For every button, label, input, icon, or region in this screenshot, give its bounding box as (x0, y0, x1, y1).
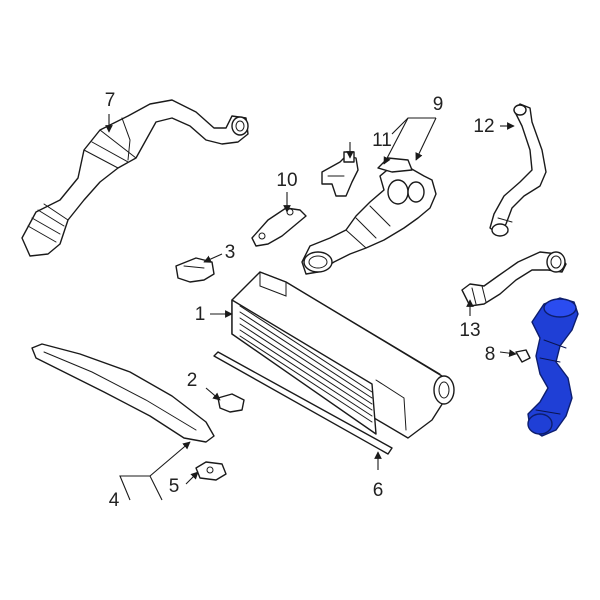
clip-part-5 (195, 461, 227, 481)
leader-9b (415, 117, 437, 161)
callout-10: 10 (276, 170, 297, 191)
leader-lines (105, 114, 517, 501)
callout-7: 7 (105, 90, 116, 111)
air-duct-part-9 (301, 157, 437, 275)
leader-4a (149, 441, 191, 477)
callout-6: 6 (373, 480, 384, 501)
callout-3: 3 (225, 242, 236, 263)
leader-3 (203, 253, 223, 263)
bracket-part-3 (175, 257, 215, 283)
intercooler-hose-part-8 (515, 297, 579, 437)
callout-12: 12 (473, 116, 494, 137)
callout-8: 8 (485, 344, 496, 365)
callout-5: 5 (169, 476, 180, 497)
callout-labels: 7 9 11 12 10 3 1 2 13 8 6 5 4 (105, 90, 496, 511)
charge-pipe-part-7 (21, 99, 249, 257)
leader-4-bracket (119, 475, 163, 501)
callout-1: 1 (195, 304, 206, 325)
seal-strip-part-6 (213, 351, 393, 455)
clip-part-2 (217, 393, 245, 413)
hose-part-12 (489, 103, 547, 237)
leader-9a (383, 117, 409, 165)
leader-5 (185, 471, 199, 485)
callout-11: 11 (372, 130, 392, 151)
sensor-part-11 (321, 151, 359, 197)
bracket-part-10 (251, 207, 307, 247)
callout-13: 13 (459, 320, 480, 341)
callout-4: 4 (109, 490, 120, 511)
callout-9: 9 (433, 94, 444, 115)
leader-8 (499, 349, 517, 357)
intercooler-part-1 (231, 271, 455, 439)
callout-2: 2 (187, 370, 198, 391)
air-deflector-part-4 (31, 343, 215, 443)
hose-part-13 (461, 251, 567, 307)
leader-2 (205, 387, 221, 401)
